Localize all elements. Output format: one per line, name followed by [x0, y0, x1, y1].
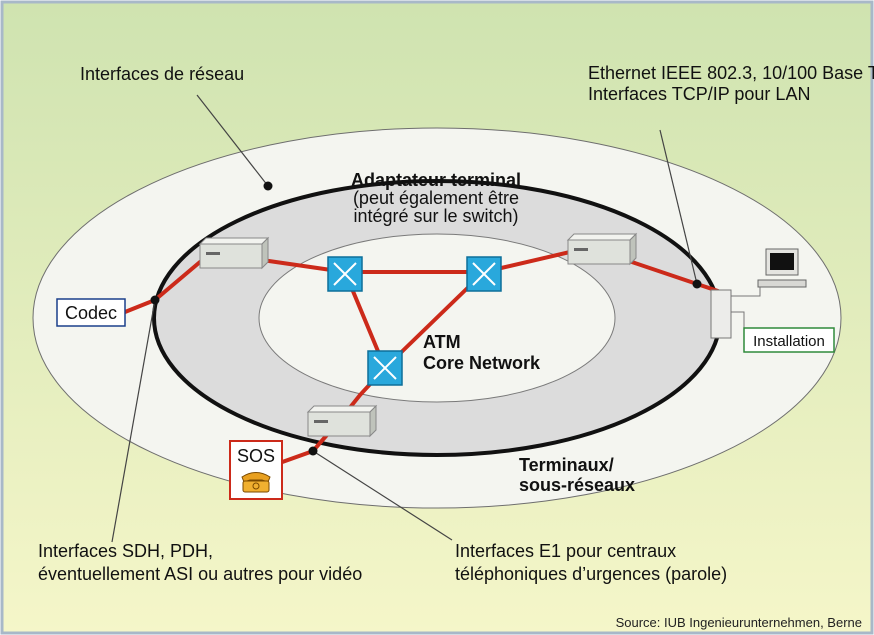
switch-arrows	[333, 262, 357, 286]
emergency-telephone-icon	[241, 472, 271, 493]
switch-arrows	[472, 262, 496, 286]
atm-switch-top-left	[327, 256, 363, 292]
sdh-label-line1: Interfaces SDH, PDH,	[38, 541, 213, 561]
adapter-top-face	[198, 237, 270, 245]
interface-point-icon	[150, 295, 160, 305]
ethernet-label-line1: Ethernet IEEE 802.3, 10/100 Base T,	[588, 63, 874, 83]
callout-e1	[312, 450, 453, 541]
terminal-adapter-left	[198, 236, 270, 270]
terminal-adapter-icon	[307, 411, 371, 437]
codec-box-frame	[56, 298, 126, 327]
phone-dial	[252, 482, 260, 490]
atm-label-line1: ATM	[423, 332, 461, 352]
junction-points	[150, 181, 702, 456]
interface-point-icon	[308, 446, 318, 456]
computer-tower	[710, 289, 732, 339]
installation-box-frame	[743, 327, 835, 353]
sdh-label-line2: éventuellement ASI ou autres pour vidéo	[38, 564, 362, 584]
terminals-label-line1: Terminaux/	[519, 455, 614, 475]
atm-label-line2: Core Network	[423, 353, 541, 373]
callout-sdh	[111, 299, 156, 543]
terminal-adapter-bottom	[306, 404, 378, 438]
switch-arrows	[373, 356, 397, 380]
network-interfaces-label: Interfaces de réseau	[80, 64, 244, 84]
terminal-adapter-right	[566, 232, 638, 266]
workstation-cable	[731, 287, 761, 297]
terminals-label-line2: sous-réseaux	[519, 475, 635, 495]
installation-label: Installation	[753, 333, 825, 350]
codec-label: Codec	[65, 303, 117, 323]
atm-switch-bottom	[367, 350, 403, 386]
e1-label-line1: Interfaces E1 pour centraux	[455, 541, 676, 561]
interface-point-icon	[263, 181, 273, 191]
interface-point-icon	[692, 279, 702, 289]
source-credit: Source: IUB Ingenieurunternehmen, Berne	[616, 615, 862, 630]
callout-lines	[111, 94, 698, 543]
adapter-top-face	[566, 233, 638, 241]
adapter-side-face	[261, 236, 269, 270]
adapter-side-face	[369, 404, 377, 438]
keyboard	[757, 279, 807, 288]
ethernet-label-line2: Interfaces TCP/IP pour LAN	[588, 84, 810, 104]
adapter-led	[574, 248, 588, 251]
e1-label-line2: téléphoniques d’urgences (parole)	[455, 564, 727, 584]
terminal-adapter-icon	[199, 243, 263, 269]
sos-box: SOS	[229, 440, 283, 500]
adapter-led	[206, 252, 220, 255]
callout-ethernet	[659, 129, 698, 285]
adapter-top-face	[306, 405, 378, 413]
phone-base	[242, 480, 270, 493]
monitor-screen	[770, 253, 794, 270]
adapter-label-line1: Adaptateur terminal	[351, 170, 521, 190]
adapter-label-line3: intégré sur le switch)	[353, 206, 518, 226]
adapter-label-line2: (peut également être	[353, 188, 519, 208]
sos-label: SOS	[237, 446, 275, 466]
atm-switch-top-right	[466, 256, 502, 292]
adapter-led	[314, 420, 328, 423]
installation-workstation	[710, 248, 807, 340]
terminal-adapter-icon	[567, 239, 631, 265]
installation-box: Installation	[743, 327, 835, 353]
callout-network-interfaces	[196, 94, 269, 187]
adapter-side-face	[629, 232, 637, 266]
link-codec	[123, 298, 157, 314]
codec-box: Codec	[56, 298, 126, 327]
phone-handset	[241, 472, 271, 483]
